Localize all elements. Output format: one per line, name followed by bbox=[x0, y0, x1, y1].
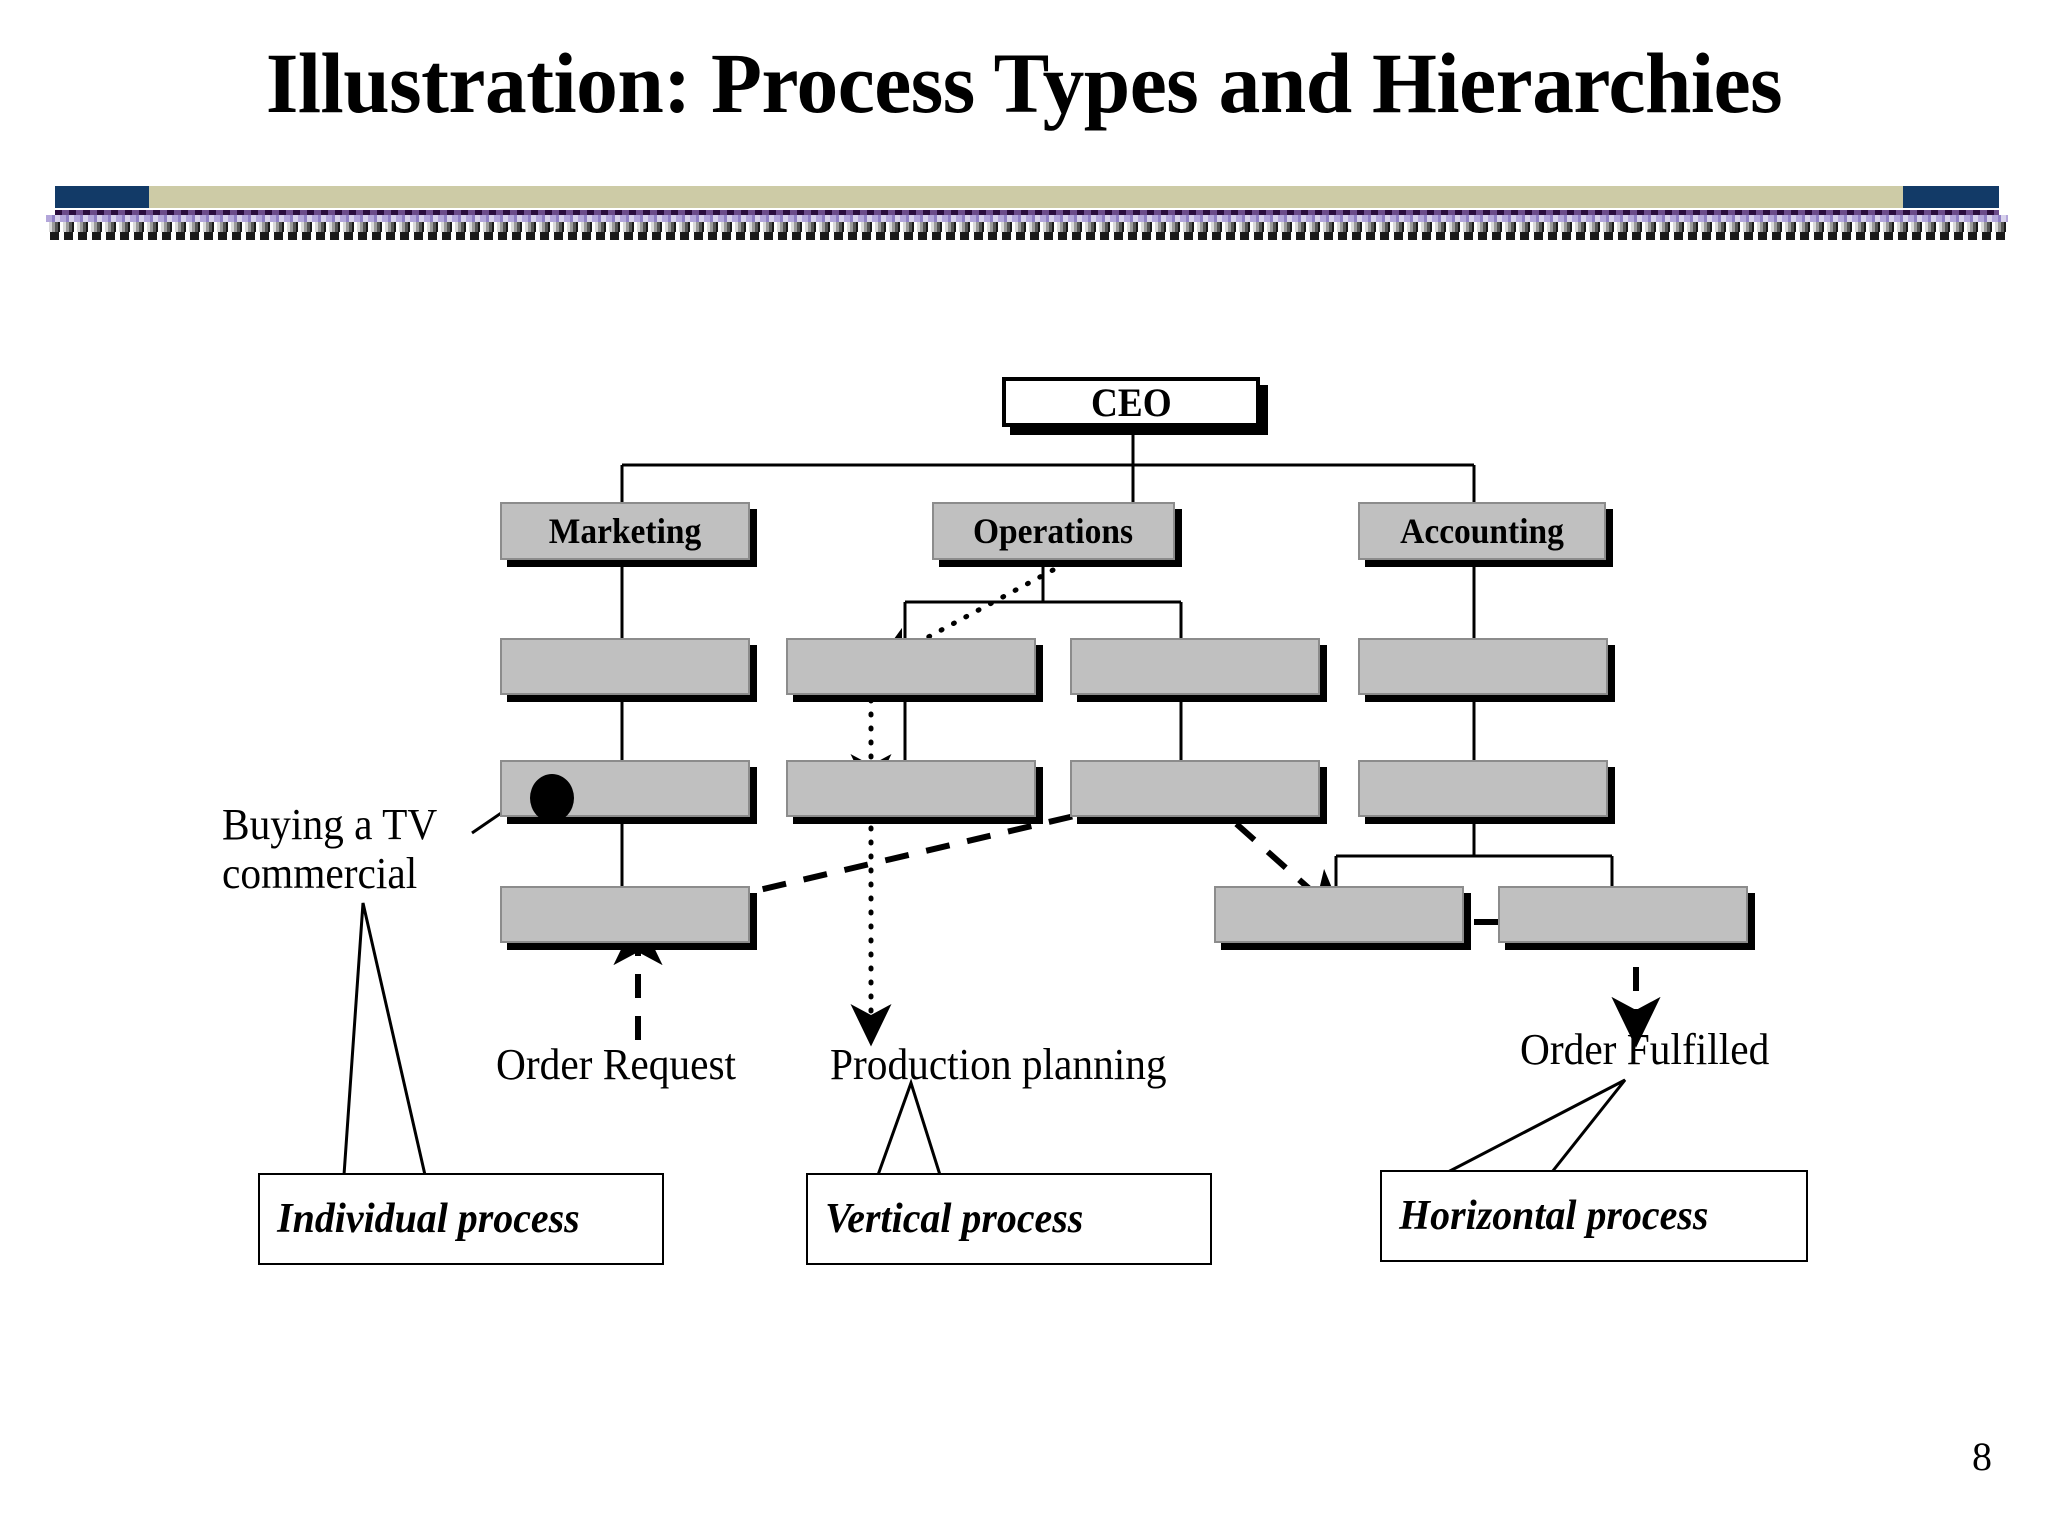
title-divider-bar bbox=[0, 186, 2048, 242]
divider-purple-line bbox=[55, 210, 1999, 216]
callout-tails bbox=[342, 902, 1627, 1176]
page-number: 8 bbox=[1972, 1434, 1992, 1479]
divider-dash-teeth bbox=[46, 232, 2008, 240]
node-operations-sub-1b[interactable] bbox=[1070, 638, 1320, 695]
callout-horizontal-process-label: Horizontal process bbox=[1399, 1193, 1709, 1239]
divider-navy-left-cap bbox=[55, 186, 149, 208]
horizontal-process-dashed bbox=[613, 775, 1661, 1048]
divider-navy-right-cap bbox=[1903, 186, 1999, 208]
annotation-production-planning: Production planning bbox=[830, 1040, 1167, 1089]
divider-lilac-line bbox=[46, 215, 2008, 223]
annotation-order-fulfilled: Order Fulfilled bbox=[1520, 1025, 1770, 1074]
callout-individual-process-label: Individual process bbox=[277, 1196, 580, 1242]
node-marketing-sub-3[interactable] bbox=[500, 886, 750, 943]
node-accounting-label: Accounting bbox=[1400, 511, 1564, 551]
node-operations-sub-2a[interactable] bbox=[786, 760, 1036, 817]
callout-vertical-process-label: Vertical process bbox=[825, 1196, 1084, 1242]
page-title: Illustration: Process Types and Hierarch… bbox=[265, 35, 1783, 131]
org-connectors-level4 bbox=[620, 817, 1614, 886]
callout-vertical-process[interactable]: Vertical process bbox=[806, 1173, 1212, 1265]
node-operations-label: Operations bbox=[973, 511, 1134, 551]
annotation-buying-tv-commercial: Buying a TV commercial bbox=[222, 800, 438, 899]
node-accounting[interactable]: Accounting bbox=[1358, 502, 1606, 560]
node-accounting-sub-3b[interactable] bbox=[1498, 886, 1748, 943]
node-marketing-sub-1[interactable] bbox=[500, 638, 750, 695]
node-operations[interactable]: Operations bbox=[932, 502, 1175, 560]
node-marketing-sub-2[interactable] bbox=[500, 760, 750, 822]
divider-tan-band bbox=[55, 186, 1999, 208]
callout-horizontal-process[interactable]: Horizontal process bbox=[1380, 1170, 1808, 1262]
node-marketing[interactable]: Marketing bbox=[500, 502, 750, 560]
node-accounting-sub-2[interactable] bbox=[1358, 760, 1608, 817]
callout-individual-process[interactable]: Individual process bbox=[258, 1173, 664, 1265]
org-connectors-level3 bbox=[620, 695, 1476, 760]
node-ceo[interactable]: CEO bbox=[1002, 377, 1260, 427]
node-operations-sub-1a[interactable] bbox=[786, 638, 1036, 695]
annotation-order-request: Order Request bbox=[496, 1040, 737, 1089]
node-ceo-label: CEO bbox=[1090, 379, 1172, 425]
node-marketing-label: Marketing bbox=[548, 511, 702, 551]
node-accounting-sub-3a[interactable] bbox=[1214, 886, 1464, 943]
org-connectors-level2 bbox=[620, 560, 1476, 638]
node-accounting-sub-1[interactable] bbox=[1358, 638, 1608, 695]
individual-process-marker bbox=[530, 774, 574, 822]
node-operations-sub-2b[interactable] bbox=[1070, 760, 1320, 817]
org-connectors-level1 bbox=[620, 427, 1476, 502]
